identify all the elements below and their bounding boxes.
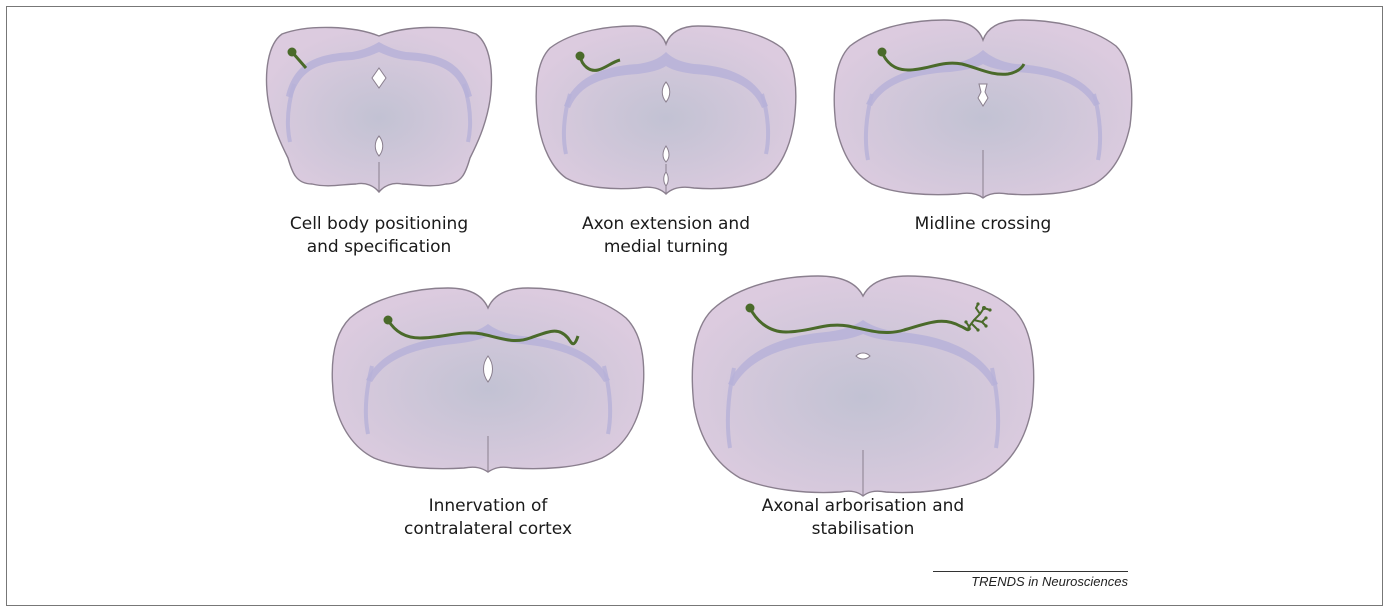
stage-3-caption: Midline crossing (843, 213, 1123, 236)
stage-1-caption: Cell body positioning and specification (254, 213, 504, 259)
stage-1-panel (264, 24, 494, 196)
cell-body (576, 52, 585, 61)
stage-5-caption: Axonal arborisation and stabilisation (723, 495, 1003, 541)
cell-body (878, 48, 887, 57)
caption-line: Axonal arborisation and (723, 495, 1003, 518)
journal-credit: TRENDS in Neurosciences (933, 571, 1128, 589)
stage-4-caption: Innervation of contralateral cortex (358, 495, 618, 541)
caption-line: Axon extension and (536, 213, 796, 236)
caption-line: medial turning (536, 236, 796, 259)
cell-body (288, 48, 297, 57)
caption-line: Cell body positioning (254, 213, 504, 236)
stage-2-panel (534, 22, 798, 198)
brain-section-1 (264, 24, 494, 196)
cell-body (384, 316, 393, 325)
caption-line: Innervation of (358, 495, 618, 518)
brain-section-2 (534, 22, 798, 198)
ventricle (856, 353, 870, 359)
stage-3-panel (832, 18, 1134, 200)
caption-line: contralateral cortex (358, 518, 618, 541)
caption-line: stabilisation (723, 518, 1003, 541)
brain-section-5 (690, 274, 1036, 498)
brain-section-3 (832, 18, 1134, 200)
caption-line: and specification (254, 236, 504, 259)
stage-2-caption: Axon extension and medial turning (536, 213, 796, 259)
brain-section-4 (330, 286, 646, 474)
caption-line: Midline crossing (843, 213, 1123, 236)
stage-4-panel (330, 286, 646, 474)
stage-5-panel (690, 274, 1036, 498)
cell-body (746, 304, 755, 313)
